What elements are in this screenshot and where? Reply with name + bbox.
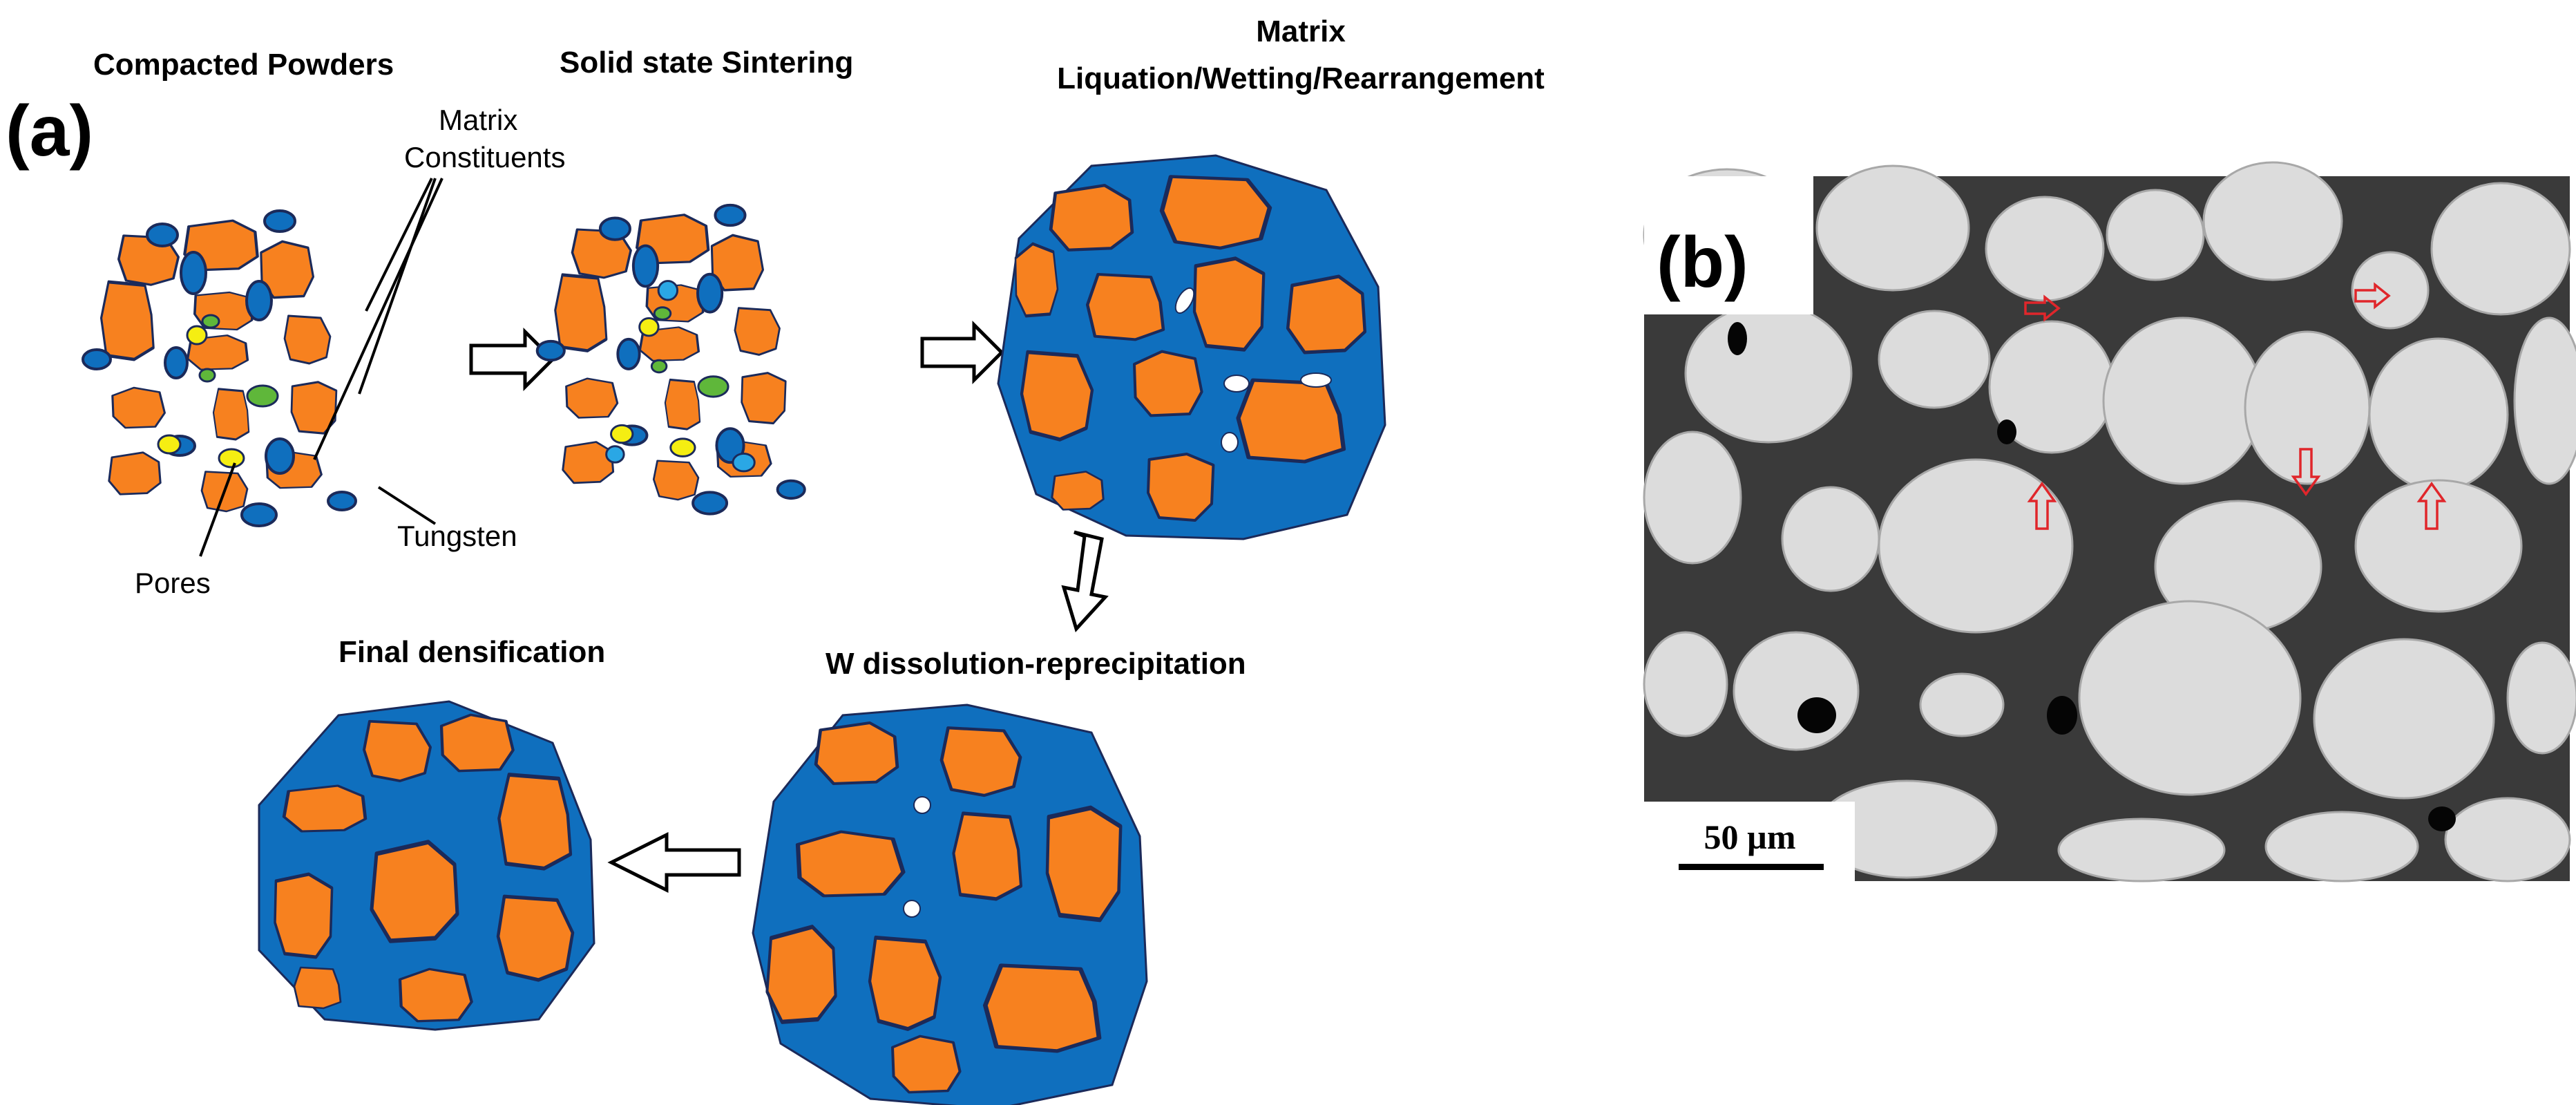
scale-bar: 50 µm [1644,802,1855,881]
panel-b-label-box [1644,176,1813,314]
cluster-final-densification [258,700,595,1031]
sem-red-arrows [2024,282,2447,530]
annotation-constituents: Constituents [404,141,565,173]
flow-arrow-down [1061,530,1109,632]
stage-title-compacted: Compacted Powders [93,48,394,82]
cluster-matrix-liquation [997,154,1386,540]
panel-b-label: (b) [1657,223,1748,303]
annotation-leader-lines [199,178,443,557]
flow-arrow-right-1 [469,327,555,392]
cluster-dissolution-reprecipitation [752,703,1148,1105]
scale-bar-label: 50 µm [1704,818,1796,856]
stage-title-final: Final densification [338,635,605,669]
annotation-tungsten: Tungsten [397,520,517,552]
panel-a-label: (a) [6,91,93,171]
annotation-pores: Pores [135,567,211,599]
stage-title-solid-state: Solid state Sintering [560,46,853,79]
annotation-matrix: Matrix [439,104,517,136]
flow-arrow-right-2 [920,320,1004,385]
flow-arrow-left [607,831,741,894]
stage-title-matrix-liquation: Liquation/Wetting/Rearrangement [1057,62,1545,95]
cluster-solid-state-sintering [537,205,805,514]
cluster-compacted-powders [83,211,356,526]
sem-pores [1728,322,2456,831]
sem-micrograph: 50 µm (b) [1643,161,2576,882]
stage-title-dissolution: W dissolution-reprecipitation [826,647,1246,681]
stage-title-matrix: Matrix [1256,15,1346,48]
